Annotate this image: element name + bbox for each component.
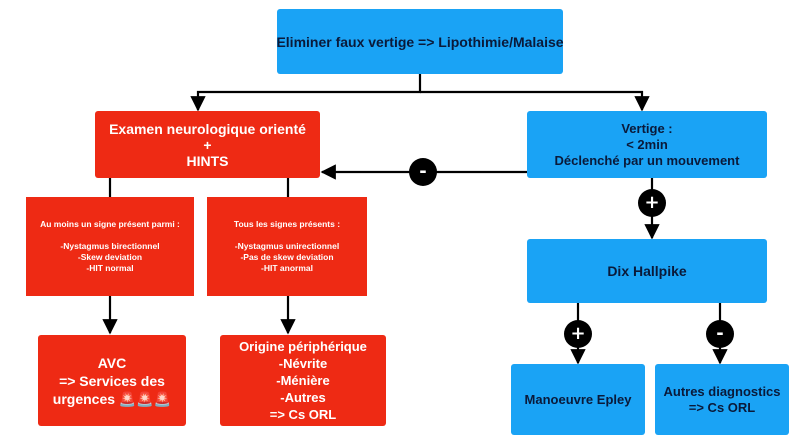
node-signe: Au moins un signe présent parmi : -Nysta… xyxy=(26,197,194,296)
node-tous-line-5: -HIT anormal xyxy=(261,263,313,273)
node-origine: Origine périphérique -Névrite -Ménière -… xyxy=(220,335,386,426)
node-avc-line-3: urgences 🚨🚨🚨 xyxy=(52,390,172,407)
node-tous-line-3: -Nystagmus unirectionnel xyxy=(234,241,340,251)
node-origine-line-3: -Ménière xyxy=(276,373,330,388)
arrow-top-to-vertige xyxy=(420,90,650,112)
node-signe-line-3: -Nystagmus birectionnel xyxy=(60,241,160,251)
node-tous-line-4: -Pas de skew deviation xyxy=(240,252,334,262)
node-top: Eliminer faux vertige => Lipothimie/Mala… xyxy=(276,9,564,74)
node-vertige-line-2: < 2min xyxy=(626,136,668,152)
node-origine-line-2: -Névrite xyxy=(278,356,328,371)
node-vertige: Vertige : < 2min Déclenché par un mouvem… xyxy=(527,111,767,178)
node-signe-line-4: -Skew deviation xyxy=(77,252,143,262)
node-autres-line-1: Autres diagnostics xyxy=(663,383,781,399)
node-exam-line-1: Examen neurologique orienté xyxy=(109,120,306,137)
node-autres: Autres diagnostics => Cs ORL xyxy=(655,364,789,435)
node-avc-line-1: AVC xyxy=(97,354,127,371)
node-autres-line-2: => Cs ORL xyxy=(688,399,756,415)
node-top-line: Eliminer faux vertige => Lipothimie/Mala… xyxy=(276,33,564,50)
node-vertige-line-1: Vertige : xyxy=(621,120,673,136)
node-tous-line-1: Tous les signes présents : xyxy=(233,219,341,229)
node-origine-line-4: -Autres xyxy=(280,390,326,405)
node-exam-line-2: + xyxy=(203,136,212,153)
node-signe-line-1: Au moins un signe présent parmi : xyxy=(40,219,180,229)
node-avc-line-2: => Services des xyxy=(59,372,165,389)
node-dix-line: Dix Hallpike xyxy=(607,263,687,279)
node-exam-line-3: HINTS xyxy=(186,152,229,169)
node-vertige-line-3: Déclenché par un mouvement xyxy=(554,152,740,168)
arrow-top-to-exam xyxy=(190,74,422,112)
node-origine-line-1: Origine périphérique xyxy=(239,339,367,354)
minus-badge-icon: - xyxy=(409,158,437,186)
node-signe-line-5: -HIT normal xyxy=(86,263,134,273)
node-exam: Examen neurologique orienté + HINTS xyxy=(95,111,320,178)
node-tous: Tous les signes présents : -Nystagmus un… xyxy=(207,197,367,296)
plus-badge-icon: + xyxy=(564,320,592,348)
node-origine-line-5: => Cs ORL xyxy=(269,407,337,422)
node-dix: Dix Hallpike xyxy=(527,239,767,303)
node-avc: AVC => Services des urgences 🚨🚨🚨 xyxy=(38,335,186,426)
minus-badge-icon: - xyxy=(706,320,734,348)
node-epley-line: Manoeuvre Epley xyxy=(524,392,632,407)
plus-badge-icon: + xyxy=(638,189,666,217)
node-epley: Manoeuvre Epley xyxy=(511,364,645,435)
